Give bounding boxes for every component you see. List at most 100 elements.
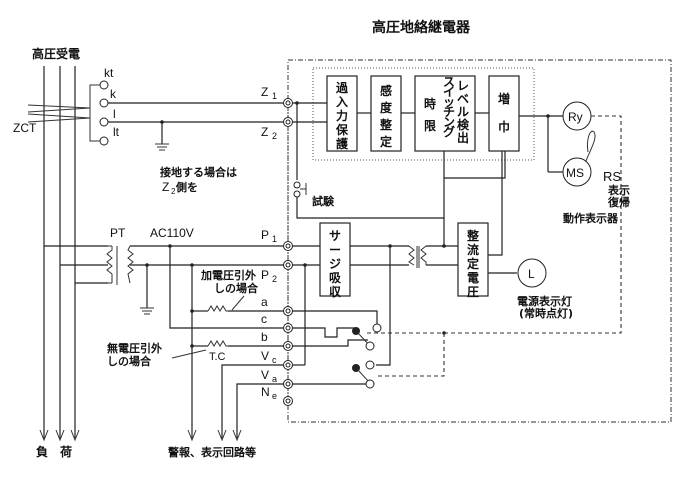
ry-mechanical-link <box>365 115 622 334</box>
block-char: 定 <box>380 134 392 149</box>
power-lamp-label-1: 電源表示灯 <box>517 294 572 308</box>
terminal-label: N <box>261 385 270 399</box>
block-rectifier-constant-voltage <box>457 222 489 297</box>
label-kt: kt <box>104 66 114 80</box>
diagram-title: 高圧地絡継電器 <box>372 19 471 36</box>
block-char: チ <box>443 105 455 119</box>
block-char: ー <box>329 243 341 257</box>
block-char: 過 <box>335 80 349 95</box>
block-char: 護 <box>336 136 349 151</box>
test-button-icon <box>293 181 307 198</box>
label-l: l <box>113 107 116 121</box>
no-voltage-note-1: 無電圧引外 <box>107 341 162 355</box>
pt-transformer-icon <box>106 245 134 285</box>
arrow-no-voltage <box>171 349 207 359</box>
trip-coil-apply-icon <box>207 305 228 312</box>
block-char: 力 <box>336 108 348 123</box>
tc-label: T.C <box>209 351 226 363</box>
relay-enclosure <box>287 59 672 423</box>
block-char: 検 <box>457 117 470 132</box>
terminal-label-sub: 2 <box>272 274 277 284</box>
ground-note-sub: 2 <box>171 187 176 196</box>
terminal-label: V <box>261 368 269 382</box>
ground-note-z: Z <box>162 180 169 194</box>
block-char: ン <box>443 115 455 129</box>
block-char: 収 <box>329 285 342 299</box>
block-char: 整 <box>466 228 479 243</box>
block-char: ッ <box>443 95 455 109</box>
ms-label: MS <box>566 166 584 180</box>
indicator-label: 動作表示器 <box>563 211 619 225</box>
terminal-l <box>99 117 109 127</box>
contact-va <box>365 379 375 389</box>
power-lamp-label-2: (常時点灯) <box>519 306 573 320</box>
terminal-b: b <box>261 330 293 351</box>
ground-note-line1: 接地する場合は <box>160 165 237 179</box>
block-char: 保 <box>335 122 349 137</box>
terminal-label-sub: 1 <box>272 91 277 101</box>
rs-label: RS <box>603 169 621 184</box>
terminal-label-sub: e <box>272 391 277 401</box>
hv-bus-lines <box>39 66 80 442</box>
ac110v-label: AC110V <box>150 226 194 240</box>
block-char: 巾 <box>498 119 510 134</box>
terminal-label-sub: a <box>272 374 277 384</box>
terminal-k <box>99 98 109 108</box>
ms-loop-icon <box>585 130 596 162</box>
aux-transformer-icon <box>408 245 427 268</box>
block-char: 定 <box>467 256 479 271</box>
contact-a <box>372 323 382 333</box>
reset-label-2: 復帰 <box>607 195 630 209</box>
zct-label: ZCT <box>13 121 37 135</box>
terminal-label: P <box>261 228 269 242</box>
block-char: 感 <box>380 83 392 98</box>
block-char: 出 <box>457 130 469 145</box>
terminal-label-sub: 2 <box>272 131 277 141</box>
ground-note-tail: 側を <box>175 180 198 194</box>
pt-label: PT <box>110 226 126 240</box>
terminal-label: Z <box>261 85 268 99</box>
power-lamp <box>517 258 547 288</box>
block-char: イ <box>443 85 455 99</box>
block-char: 吸 <box>329 271 342 285</box>
lamp-label: L <box>528 267 535 281</box>
block-amplifier <box>488 75 520 152</box>
contact-b <box>365 341 375 351</box>
terminal-label: c <box>261 312 267 326</box>
label-lt: lt <box>113 125 120 139</box>
test-label: 試験 <box>312 194 335 208</box>
terminal-label-sub: c <box>272 355 277 365</box>
block-char: 整 <box>379 117 392 132</box>
block-char: 増 <box>498 91 510 106</box>
block-char: サ <box>329 229 341 243</box>
no-voltage-note-2: しの場合 <box>107 354 152 368</box>
load-arrow-3 <box>70 429 80 442</box>
terminal-label-sub: 1 <box>272 234 277 244</box>
ry-label: Ry <box>568 110 583 124</box>
block-char: ル <box>457 105 469 119</box>
block-char: 流 <box>467 242 479 257</box>
block-char: 時 <box>424 96 436 111</box>
electronics-boundary <box>312 67 535 161</box>
block-overinput-protection <box>326 75 358 152</box>
block-char: 入 <box>336 95 348 109</box>
alarm-circuit-label: 警報、表示回路等 <box>167 445 256 459</box>
hv-receive-label: 高圧受電 <box>32 46 80 61</box>
ground-icon-1 <box>155 143 169 151</box>
block-level-detect-switching-timer <box>414 75 476 152</box>
terminal-label: a <box>261 295 268 309</box>
zct-terminals <box>89 80 109 146</box>
block-char: 圧 <box>467 285 479 299</box>
terminal-label: b <box>261 330 268 344</box>
terminal-c: c <box>261 312 293 333</box>
ground-icon-2 <box>140 307 154 315</box>
terminal-kt <box>99 80 109 90</box>
terminal-lt <box>99 136 109 146</box>
block-char: ベ <box>457 92 469 106</box>
block-char: グ <box>443 124 455 139</box>
contact-vc <box>365 360 375 370</box>
label-k: k <box>110 87 117 101</box>
